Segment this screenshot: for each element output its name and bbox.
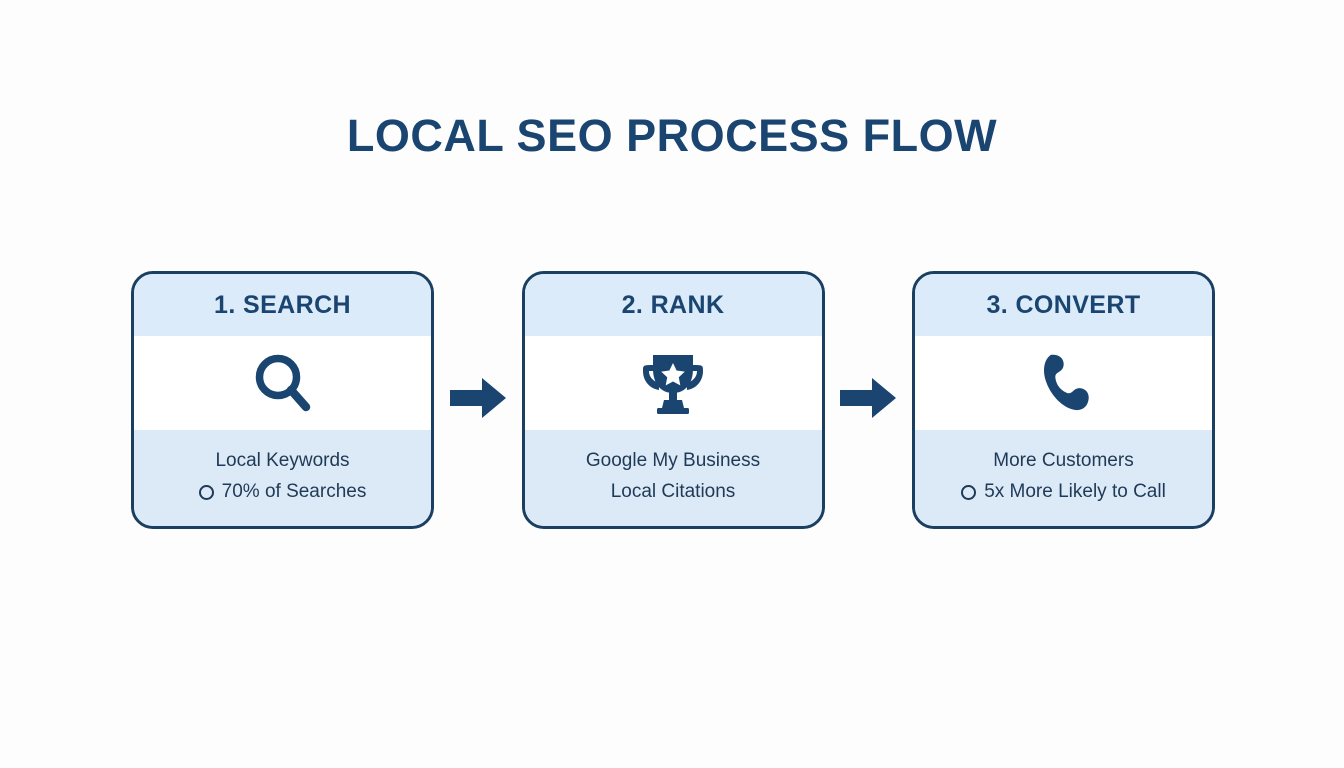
flow-card-search[interactable]: 1. SEARCH Local Keywords 70% of Searches — [131, 271, 434, 529]
card-footer-convert: More Customers 5x More Likely to Call — [915, 430, 1212, 526]
footer-line: 5x More Likely to Call — [961, 476, 1166, 507]
flow-card-convert[interactable]: 3. CONVERT More Customers 5x More Likely… — [912, 271, 1215, 529]
trophy-icon — [640, 351, 706, 415]
footer-line-text: Local Citations — [610, 481, 736, 502]
search-icon — [252, 351, 314, 415]
card-header-label: 1. SEARCH — [214, 290, 351, 319]
arrow-right-icon — [449, 376, 506, 425]
bullet-circle-icon — [961, 485, 977, 500]
connector-arrow-2 — [837, 377, 899, 423]
arrow-right-icon — [840, 376, 897, 425]
footer-line-text: 70% of Searches — [221, 481, 367, 502]
connector-arrow-1 — [447, 377, 509, 423]
card-icon-area-rank — [524, 336, 822, 430]
footer-line: More Customers — [993, 445, 1133, 476]
card-icon-area-convert — [915, 336, 1212, 430]
footer-line-text: More Customers — [993, 450, 1134, 471]
footer-line-text: Google My Business — [585, 450, 761, 471]
bullet-circle-icon — [198, 485, 214, 500]
footer-line-text: 5x More Likely to Call — [984, 481, 1166, 502]
flow-card-rank[interactable]: 2. RANK — [521, 271, 825, 529]
footer-line: Local Citations — [611, 476, 736, 507]
process-flow-row: 1. SEARCH Local Keywords 70% of Searches — [131, 268, 1215, 532]
page-title: LOCAL SEO PROCESS FLOW — [346, 110, 998, 161]
card-footer-rank: Google My Business Local Citations — [524, 430, 822, 526]
card-header-label: 3. CONVERT — [986, 290, 1141, 319]
card-footer-search: Local Keywords 70% of Searches — [134, 430, 431, 526]
phone-icon — [1032, 351, 1096, 415]
footer-line-text: Local Keywords — [215, 450, 350, 471]
card-icon-area-search — [134, 336, 431, 430]
card-header-convert: 3. CONVERT — [915, 274, 1212, 336]
footer-line: 70% of Searches — [198, 476, 367, 507]
footer-line: Google My Business — [586, 445, 760, 476]
card-header-search: 1. SEARCH — [134, 274, 431, 336]
footer-line: Local Keywords — [215, 445, 349, 476]
card-header-rank: 2. RANK — [524, 274, 822, 336]
card-header-label: 2. RANK — [621, 290, 725, 319]
